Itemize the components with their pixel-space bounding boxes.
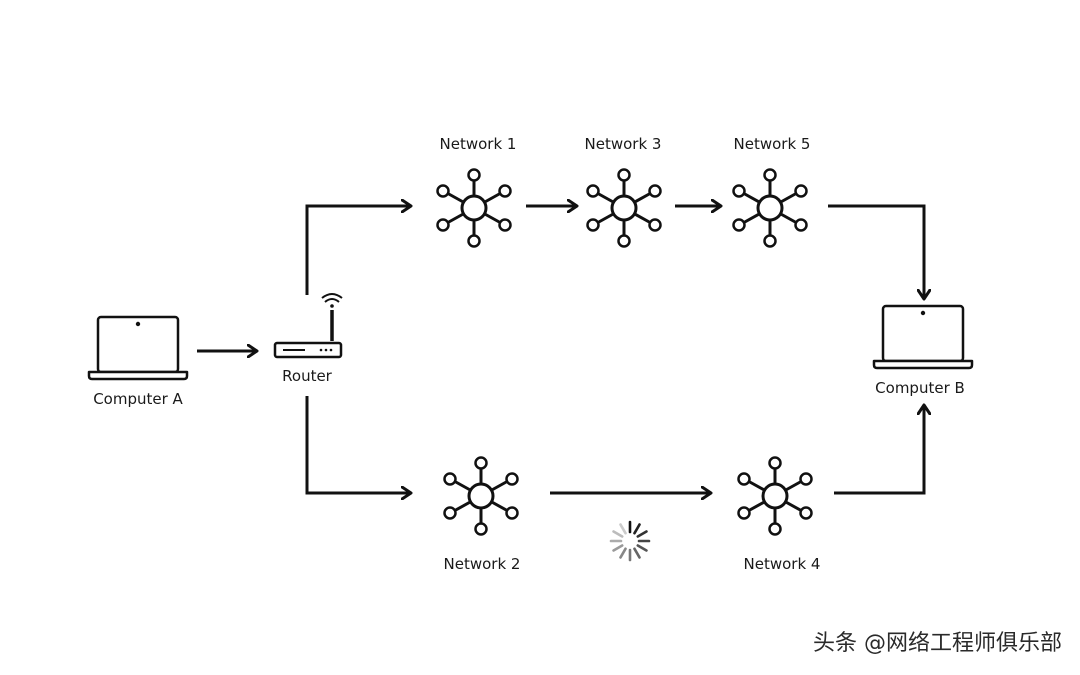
router-icon bbox=[273, 310, 343, 359]
spinner-spoke bbox=[633, 547, 641, 559]
network-hub-icon bbox=[436, 168, 512, 248]
router-node: Router bbox=[273, 293, 343, 385]
network-2-node: Network 2 bbox=[443, 456, 521, 573]
network-4-label: Network 4 bbox=[744, 555, 821, 573]
computer-a-label: Computer A bbox=[93, 390, 183, 408]
network-1-label: Network 1 bbox=[440, 135, 517, 153]
arrow-router-to-network-2 bbox=[305, 396, 410, 493]
spinner-spoke bbox=[612, 544, 624, 552]
loading-spinner-icon bbox=[609, 520, 651, 562]
spinner-spoke bbox=[619, 523, 627, 535]
computer-a-node: Computer A bbox=[87, 315, 189, 408]
spinner-spoke bbox=[619, 547, 627, 559]
network-hub-icon bbox=[737, 456, 813, 536]
computer-b-label: Computer B bbox=[875, 379, 965, 397]
network-5-node: Network 5 bbox=[732, 135, 811, 248]
network-1-node: Network 1 bbox=[436, 135, 517, 248]
network-hub-icon bbox=[443, 456, 519, 536]
connection-lines bbox=[197, 206, 924, 493]
laptop-icon bbox=[87, 315, 189, 381]
network-4-node: Network 4 bbox=[737, 456, 821, 573]
watermark: 头条 @网络工程师俱乐部 bbox=[813, 631, 1062, 656]
laptop-icon bbox=[872, 304, 974, 370]
network-hub-icon bbox=[586, 168, 662, 248]
spinner-spoke bbox=[636, 544, 648, 552]
spinner-spoke bbox=[633, 523, 641, 535]
network-3-node: Network 3 bbox=[585, 135, 662, 248]
spinner-spoke bbox=[636, 530, 648, 538]
spinner-spoke bbox=[612, 530, 624, 538]
router-label: Router bbox=[282, 367, 333, 385]
arrow-router-to-network-1 bbox=[305, 206, 410, 295]
arrow-network-4-to-computer-b bbox=[834, 406, 924, 495]
network-hub-icon bbox=[732, 168, 808, 248]
network-5-label: Network 5 bbox=[734, 135, 811, 153]
wifi-icon bbox=[321, 293, 343, 308]
arrow-network-5-to-computer-b bbox=[828, 204, 924, 298]
network-3-label: Network 3 bbox=[585, 135, 662, 153]
computer-b-node: Computer B bbox=[872, 304, 974, 397]
network-2-label: Network 2 bbox=[444, 555, 521, 573]
